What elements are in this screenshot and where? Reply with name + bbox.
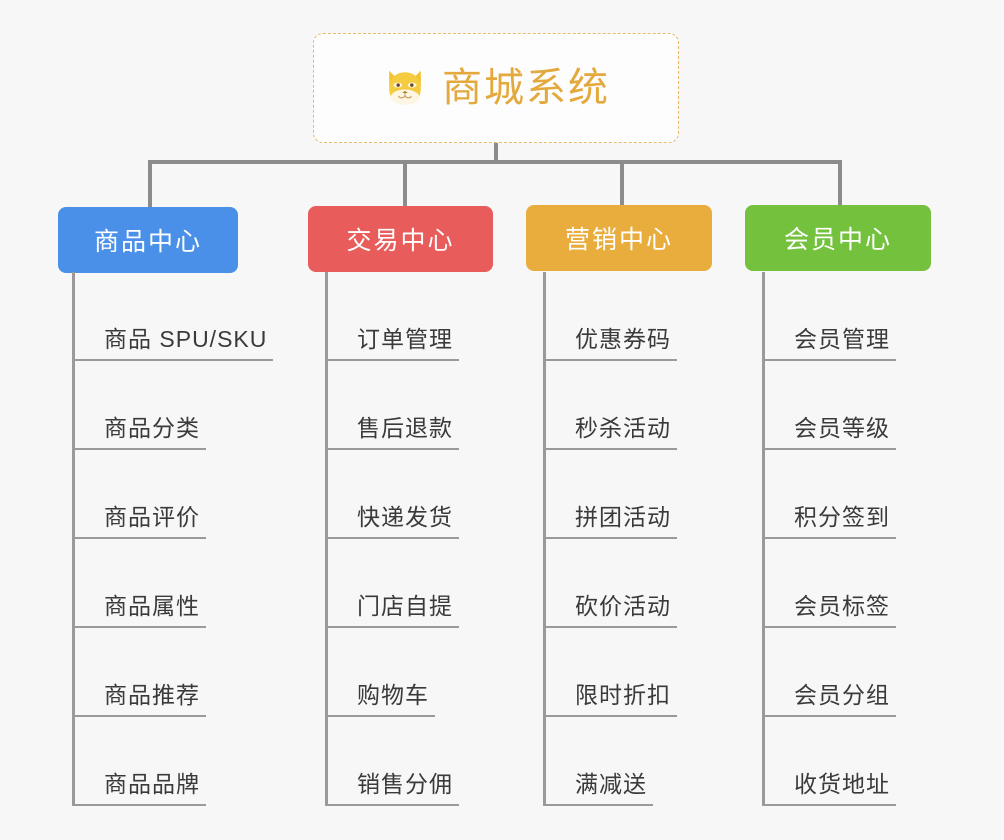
root-label: 商城系统	[442, 66, 610, 110]
leaf-item[interactable]: 商品属性	[72, 539, 206, 628]
leaf-item-label: 会员分组	[762, 681, 896, 717]
leaf-item-label: 商品属性	[72, 592, 206, 628]
leaf-item-label: 商品品牌	[72, 770, 206, 806]
leaf-spine-member-center	[762, 272, 765, 806]
leaf-item[interactable]: 会员标签	[762, 539, 896, 628]
connector-drop-marketing-center	[620, 160, 624, 207]
category-box-trade-center[interactable]: 交易中心	[308, 206, 493, 272]
leaf-item[interactable]: 商品分类	[72, 361, 206, 450]
category-box-marketing-center[interactable]: 营销中心	[526, 205, 712, 271]
leaf-item[interactable]: 砍价活动	[543, 539, 677, 628]
leaf-item-label: 商品评价	[72, 503, 206, 539]
leaf-item-label: 购物车	[325, 681, 435, 717]
leaf-item-label: 会员管理	[762, 325, 896, 361]
leaf-item-label: 砍价活动	[543, 592, 677, 628]
leaf-item[interactable]: 会员分组	[762, 628, 896, 717]
leaf-item-label: 商品推荐	[72, 681, 206, 717]
category-box-member-center[interactable]: 会员中心	[745, 205, 931, 271]
leaf-item[interactable]: 商品品牌	[72, 717, 206, 806]
leaf-item[interactable]: 售后退款	[325, 361, 459, 450]
leaf-item[interactable]: 商品 SPU/SKU	[72, 272, 274, 361]
category-label-member-center: 会员中心	[783, 226, 892, 254]
leaf-item-label: 积分签到	[762, 503, 896, 539]
leaf-item[interactable]: 商品推荐	[72, 628, 206, 717]
category-box-product-center[interactable]: 商品中心	[58, 207, 238, 273]
leaf-item[interactable]: 快递发货	[325, 450, 459, 539]
leaf-item[interactable]: 拼团活动	[543, 450, 677, 539]
leaf-item[interactable]: 门店自提	[325, 539, 459, 628]
leaf-item-label: 销售分佣	[325, 770, 459, 806]
connector-root-stem	[494, 143, 498, 162]
leaf-item-label: 快递发货	[325, 503, 459, 539]
leaf-item[interactable]: 收货地址	[762, 717, 896, 806]
leaf-item[interactable]: 商品评价	[72, 450, 206, 539]
root-node-inner: 商城系统	[382, 65, 610, 111]
leaf-item-label: 门店自提	[325, 592, 459, 628]
leaf-item[interactable]: 优惠券码	[543, 272, 677, 361]
leaf-item-label: 满减送	[543, 770, 653, 806]
leaf-item-label: 限时折扣	[543, 681, 677, 717]
root-node[interactable]: 商城系统	[313, 33, 679, 143]
leaf-item[interactable]: 销售分佣	[325, 717, 459, 806]
leaf-item-label: 会员标签	[762, 592, 896, 628]
leaf-item-label: 拼团活动	[543, 503, 677, 539]
leaf-item[interactable]: 限时折扣	[543, 628, 677, 717]
leaf-spine-marketing-center	[543, 272, 546, 806]
connector-drop-trade-center	[403, 160, 407, 207]
leaf-item[interactable]: 订单管理	[325, 272, 459, 361]
leaf-item-label: 秒杀活动	[543, 414, 677, 450]
leaf-spine-product-center	[72, 272, 75, 806]
leaf-item-label: 商品 SPU/SKU	[72, 325, 274, 361]
leaf-item-label: 优惠券码	[543, 325, 677, 361]
leaf-spine-trade-center	[325, 272, 328, 806]
leaf-item[interactable]: 满减送	[543, 717, 653, 806]
leaf-item-label: 售后退款	[325, 414, 459, 450]
leaf-item[interactable]: 秒杀活动	[543, 361, 677, 450]
category-label-product-center: 商品中心	[93, 228, 202, 256]
leaf-item[interactable]: 积分签到	[762, 450, 896, 539]
connector-drop-product-center	[148, 160, 152, 207]
category-label-marketing-center: 营销中心	[564, 226, 673, 254]
dog-face-icon	[389, 70, 421, 105]
connector-horizontal-bus	[148, 160, 842, 164]
leaf-item-label: 收货地址	[762, 770, 896, 806]
connector-drop-member-center	[838, 160, 842, 207]
leaf-item-label: 会员等级	[762, 414, 896, 450]
leaf-item[interactable]: 会员等级	[762, 361, 896, 450]
leaf-item-label: 订单管理	[325, 325, 459, 361]
leaf-item-label: 商品分类	[72, 414, 206, 450]
leaf-item[interactable]: 会员管理	[762, 272, 896, 361]
category-label-trade-center: 交易中心	[346, 227, 455, 255]
leaf-item[interactable]: 购物车	[325, 628, 435, 717]
